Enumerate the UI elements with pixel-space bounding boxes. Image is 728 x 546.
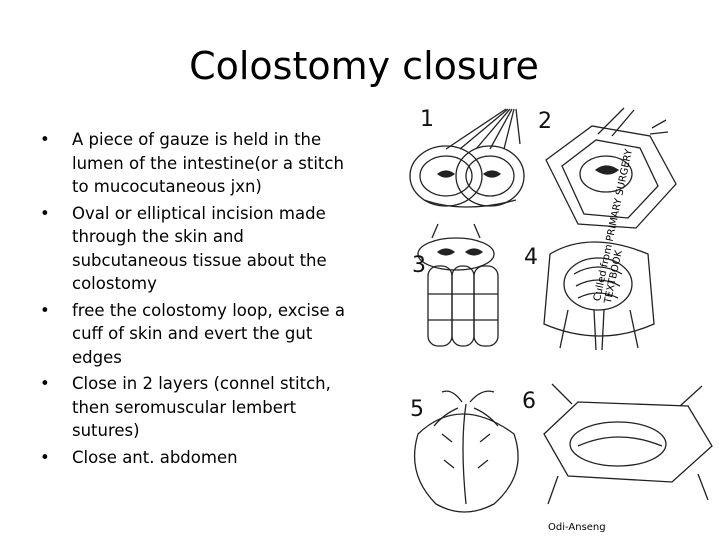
bullet-marker: • — [40, 203, 50, 223]
step-label-4: 4 — [524, 245, 538, 270]
step-label-3: 3 — [412, 253, 426, 278]
step-label-2: 2 — [538, 109, 552, 134]
step-label-5: 5 — [410, 397, 424, 422]
panel-3-drawing — [417, 223, 499, 347]
bullet-item: • Close in 2 layers (connel stitch, then … — [40, 372, 360, 443]
bullet-item: • Oval or elliptical incision made throug… — [40, 202, 360, 296]
bullet-text: Oval or elliptical incision made through… — [72, 203, 327, 294]
bullet-text: A piece of gauze is held in the lumen of… — [72, 130, 344, 196]
bullet-text: Close in 2 layers (connel stitch, then s… — [72, 374, 331, 440]
surgical-illustration-svg: 1 2 3 4 5 6 — [409, 107, 713, 513]
panel-1-drawing — [409, 108, 525, 208]
bullet-text: free the colostomy loop, excise a cuff o… — [72, 300, 346, 367]
bullet-list: • A piece of gauze is held in the lumen o… — [40, 128, 360, 472]
bullet-marker: • — [40, 374, 50, 393]
panel-4-drawing — [543, 241, 655, 351]
slide-title: Colostomy closure — [189, 44, 539, 88]
bullet-marker: • — [40, 300, 50, 320]
credit: Odi-Anseng — [548, 522, 606, 533]
bullet-item: • free the colostomy loop, excise a cuff … — [40, 299, 360, 370]
step-label-1: 1 — [420, 107, 434, 132]
bullet-item: • Close ant. abdomen — [40, 446, 360, 470]
bullet-marker: • — [40, 447, 50, 467]
panel-6-drawing — [543, 383, 713, 505]
panel-2-drawing — [545, 107, 677, 229]
surgical-illustration: 1 2 3 4 5 6 — [398, 104, 724, 540]
panel-5-drawing — [414, 390, 519, 513]
bullet-text: Close ant. abdomen — [72, 447, 238, 467]
bullet-marker: • — [40, 130, 50, 149]
step-label-6: 6 — [522, 389, 536, 414]
bullet-item: • A piece of gauze is held in the lumen o… — [40, 128, 360, 199]
